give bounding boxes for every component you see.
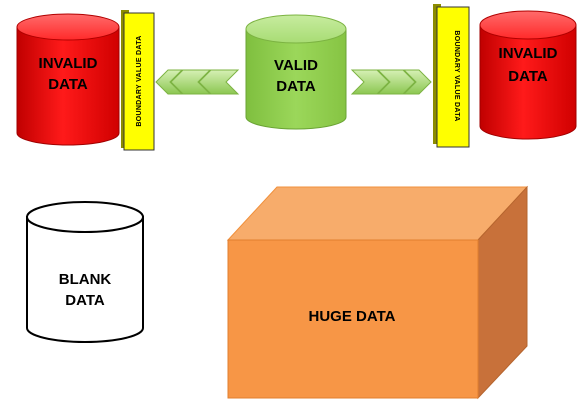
blank-line2: DATA: [65, 292, 105, 309]
huge-data-label: HUGE DATA: [309, 308, 396, 325]
invalid-right-line2: DATA: [508, 68, 548, 85]
invalid-data-cylinder-right: INVALID DATA: [479, 10, 577, 140]
boundary-value-bar-left: BOUNDARY VALUE DATA: [121, 10, 155, 151]
boundary-left-label: BOUNDARY VALUE DATA: [136, 35, 143, 126]
arrow-left-icon: [155, 69, 240, 95]
valid-line1: VALID: [274, 57, 318, 74]
invalid-right-line1: INVALID: [499, 45, 558, 62]
arrow-right-icon: [350, 69, 432, 95]
invalid-left-line1: INVALID: [39, 55, 98, 72]
blank-data-cylinder: BLANK DATA: [26, 201, 144, 343]
valid-data-cylinder: VALID DATA: [245, 14, 347, 130]
invalid-left-line2: DATA: [48, 76, 88, 93]
invalid-data-cylinder-left: INVALID DATA: [16, 13, 120, 146]
valid-line2: DATA: [276, 78, 316, 95]
boundary-value-bar-right: BOUNDARY VALUE DATA: [433, 4, 470, 148]
boundary-right-label: BOUNDARY VALUE DATA: [453, 30, 460, 121]
huge-data-box: HUGE DATA: [226, 185, 529, 400]
blank-line1: BLANK: [59, 271, 112, 288]
